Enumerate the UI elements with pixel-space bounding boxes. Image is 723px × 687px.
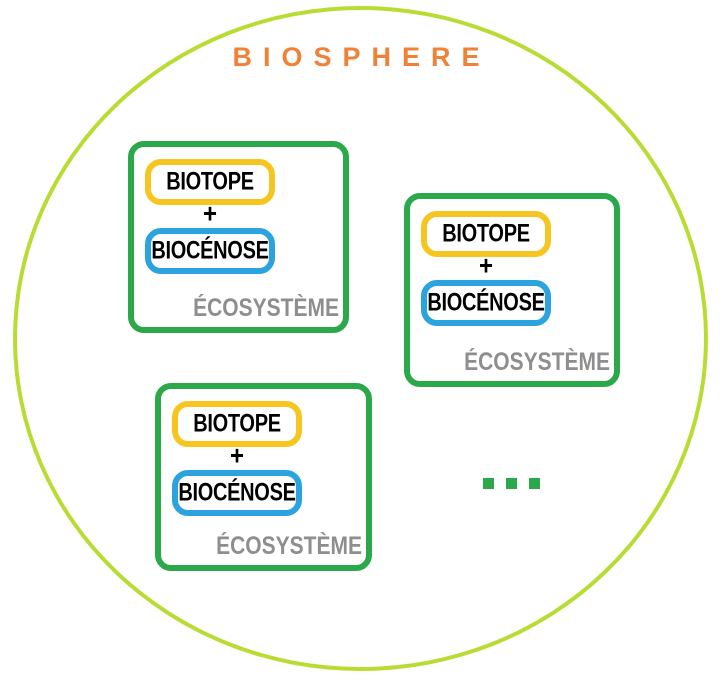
biotope-label: BIOTOPE <box>442 219 530 248</box>
ecosystem-label: ÉCOSYSTÈME <box>216 532 362 560</box>
biocenose-label: BIOCÉNOSE <box>151 236 269 265</box>
biocenose-pill: BIOCÉNOSE <box>145 228 275 274</box>
biotope-pill: BIOTOPE <box>172 401 302 447</box>
plus-sign: + <box>478 251 494 282</box>
biocenose-label: BIOCÉNOSE <box>178 478 296 507</box>
biotope-pill: BIOTOPE <box>421 211 551 257</box>
ecosystem-box-2: BIOTOPE + BIOCÉNOSE ÉCOSYSTÈME <box>404 193 620 387</box>
ellipsis-dots <box>483 478 540 489</box>
ecosystem-box-1: BIOTOPE + BIOCÉNOSE ÉCOSYSTÈME <box>128 141 349 333</box>
ellipsis-dot <box>483 478 494 489</box>
biotope-label: BIOTOPE <box>193 409 281 438</box>
ecosystem-box-3: BIOTOPE + BIOCÉNOSE ÉCOSYSTÈME <box>155 383 372 571</box>
biotope-label: BIOTOPE <box>166 167 254 196</box>
biocenose-label: BIOCÉNOSE <box>427 288 545 317</box>
ecosystem-label: ÉCOSYSTÈME <box>193 294 339 322</box>
biotope-pill: BIOTOPE <box>145 159 275 205</box>
plus-sign: + <box>202 199 218 230</box>
biocenose-pill: BIOCÉNOSE <box>172 470 302 516</box>
biocenose-pill: BIOCÉNOSE <box>421 280 551 326</box>
ellipsis-dot <box>506 478 517 489</box>
plus-sign: + <box>229 441 245 472</box>
ecosystem-label: ÉCOSYSTÈME <box>464 348 610 376</box>
ellipsis-dot <box>529 478 540 489</box>
biosphere-title: BIOSPHERE <box>232 42 491 72</box>
biosphere-circle <box>13 6 708 671</box>
